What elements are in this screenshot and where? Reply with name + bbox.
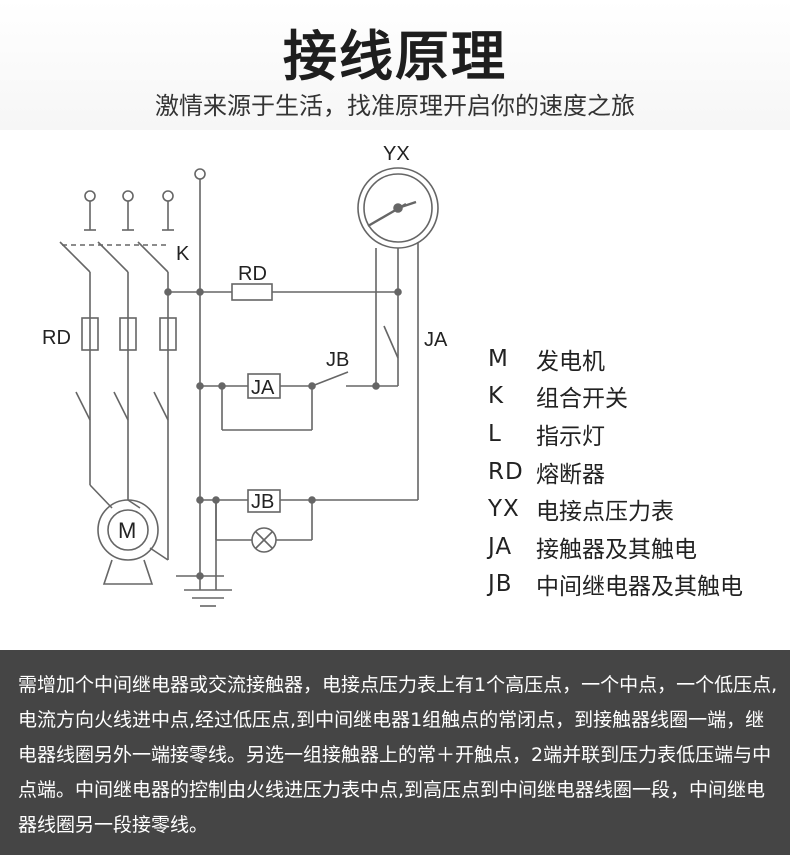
page-title: 接线原理 [283, 25, 507, 88]
fuses-rd [81, 317, 177, 351]
legend-desc: 中间继电器及其触电 [536, 574, 743, 601]
legend-item: L 指示灯 [488, 415, 743, 453]
legend-item: K 组合开关 [488, 378, 743, 416]
label-yx: YX [383, 143, 410, 165]
legend-item: YX 电接点压力表 [488, 490, 743, 528]
legend-code: JB [488, 571, 513, 598]
header: 接线原理 激情来源于生活，找准原理开启你的速度之旅 [0, 0, 790, 130]
control-fuse-rd [164, 283, 402, 301]
label-rd-top: RD [238, 263, 267, 285]
phase-lines [75, 272, 169, 561]
description-text: 需增加个中间继电器或交流接触器，电接点压力表上有1个高压点，一个中点，一个低压点… [18, 674, 778, 836]
legend-desc: 组合开关 [536, 386, 628, 413]
legend-item: M 发电机 [488, 340, 743, 378]
ground-tap [196, 572, 204, 580]
label-ja-side: JA [424, 329, 448, 351]
legend-desc: 熔断器 [536, 461, 605, 488]
label-motor: M [118, 518, 136, 543]
pressure-gauge-yx [357, 167, 439, 500]
label-jb-box: JB [251, 491, 274, 513]
legend: M 发电机 K 组合开关 L 指示灯 RD 熔断器 YX 电接点压力表 JA 接… [488, 340, 743, 603]
label-ja-box: JA [251, 377, 275, 399]
legend-item: JB 中间继电器及其触电 [488, 566, 743, 604]
legend-item: RD 熔断器 [488, 453, 743, 491]
phase-terminals [84, 168, 206, 231]
legend-code: L [488, 420, 502, 447]
legend-desc: 发电机 [536, 348, 605, 375]
legend-code: JA [488, 533, 513, 560]
legend-code: YX [488, 496, 520, 523]
jb-coil-branch [196, 489, 418, 553]
legend-desc: 电接点压力表 [536, 499, 674, 526]
motor-m [97, 499, 159, 585]
ja-coil-branch [196, 371, 376, 431]
circuit-schematic: K RD RD YX JA JB JA JB M [42, 143, 448, 607]
legend-desc: 接触器及其触电 [536, 536, 697, 563]
label-jb-side: JB [326, 349, 349, 371]
legend-code: M [488, 345, 509, 372]
label-rd-left: RD [42, 327, 71, 349]
legend-desc: 指示灯 [536, 423, 605, 450]
legend-code: RD [488, 458, 524, 485]
page-subtitle: 激情来源于生活，找准原理开启你的速度之旅 [155, 92, 635, 120]
wiring-diagram: K RD RD YX JA JB JA JB M [0, 130, 790, 650]
label-k: K [176, 243, 190, 265]
legend-item: JA 接触器及其触电 [488, 528, 743, 566]
combination-switch-k [59, 241, 169, 273]
description-panel: 需增加个中间继电器或交流接触器，电接点压力表上有1个高压点，一个中点，一个低压点… [0, 650, 790, 855]
legend-code: K [488, 383, 505, 410]
neutral-tap [196, 288, 204, 296]
